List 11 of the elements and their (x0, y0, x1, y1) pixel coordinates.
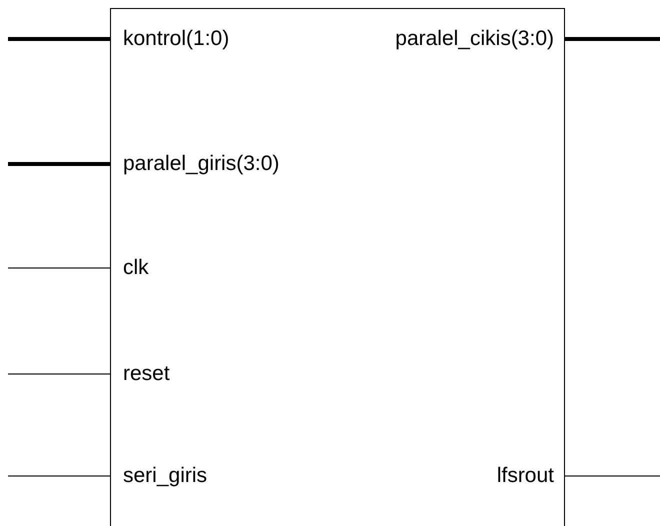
port-label: paralel_cikis(3:0) (395, 26, 564, 52)
port-label: kontrol(1:0) (111, 26, 230, 52)
port-label: reset (111, 361, 170, 387)
bus-wire (8, 37, 111, 41)
bus-wire (8, 162, 111, 166)
port-label: lfsrout (496, 463, 564, 489)
component-block (110, 8, 565, 526)
port-label: clk (111, 255, 149, 281)
bus-wire (564, 37, 660, 41)
port-label: seri_giris (111, 463, 208, 489)
port-label: paralel_giris(3:0) (111, 151, 280, 177)
